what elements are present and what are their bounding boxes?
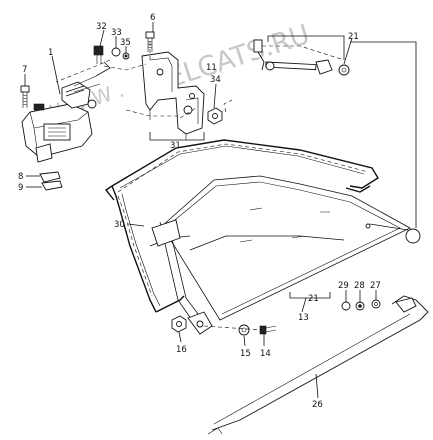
callout-30: 30: [114, 220, 125, 230]
nut-34: [207, 107, 223, 125]
screw-14: [259, 325, 277, 335]
callout-6: 6: [150, 13, 155, 23]
group-bracket-31: [149, 132, 205, 141]
callout-labels: 1 6 7 8 9 11 13 14 15 16 21 21 26 27 28 …: [18, 13, 381, 410]
callout-1: 1: [48, 48, 53, 58]
callout-13: 13: [298, 313, 309, 323]
fastener-set-27-29: [341, 299, 381, 311]
callout-21-top: 21: [348, 32, 359, 42]
callout-28: 28: [354, 281, 365, 291]
leader-lines: [55, 40, 345, 119]
bolt-32: [93, 45, 104, 64]
window-frame-30: [104, 139, 421, 327]
group-bracket-13: [289, 292, 331, 299]
strut-rod-21: [253, 39, 350, 76]
washer-15: [238, 324, 250, 336]
callout-31: 31: [170, 141, 181, 151]
callout-26: 26: [312, 400, 323, 410]
callout-8: 8: [18, 172, 23, 182]
callout-15: 15: [240, 349, 251, 359]
screw-7: [20, 80, 30, 108]
trim-strip-26: [207, 295, 429, 435]
callout-33: 33: [111, 28, 122, 38]
callout-35: 35: [120, 38, 131, 48]
group-leader-21: [350, 41, 417, 228]
callout-14: 14: [260, 349, 271, 359]
callout-leaders: [24, 22, 377, 399]
callout-7: 7: [22, 65, 27, 75]
callout-29: 29: [338, 281, 349, 291]
bracket-31: [141, 51, 205, 140]
latch-assembly: [21, 61, 111, 163]
group-bracket-21: [267, 35, 345, 60]
nut-16: [171, 315, 187, 333]
callout-9: 9: [18, 183, 23, 193]
clip-8-9: [26, 171, 63, 191]
watermark-text: ELCATS.RU: [163, 19, 313, 94]
screw-6: [145, 31, 155, 52]
callout-21-bottom: 21: [308, 294, 319, 304]
lower-bracket: [187, 311, 213, 335]
washer-33: [111, 47, 121, 57]
callout-16: 16: [176, 345, 187, 355]
callout-32: 32: [96, 22, 107, 32]
callout-34: 34: [210, 75, 221, 85]
callout-11: 11: [206, 63, 217, 73]
callout-27: 27: [370, 281, 381, 291]
